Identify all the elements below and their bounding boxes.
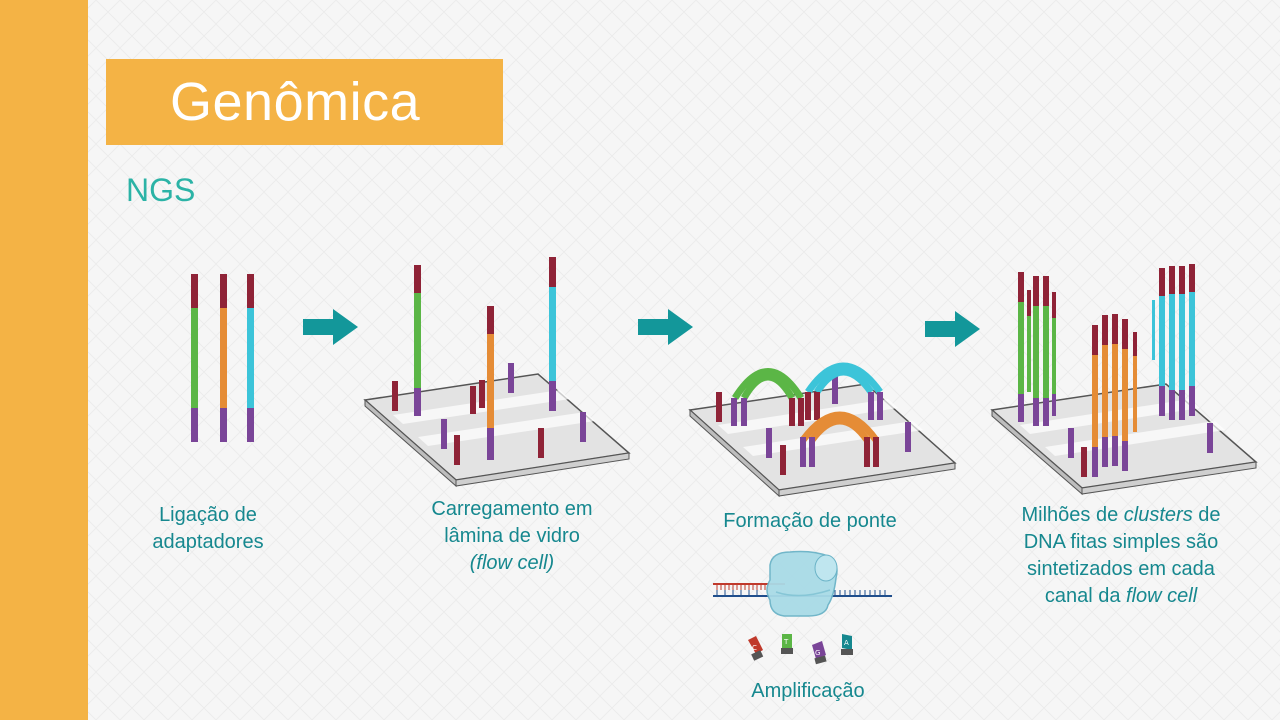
adapter-ligation-illustration <box>191 274 254 442</box>
polymerase-icon <box>766 550 838 617</box>
nucleotide-icon: A <box>841 634 853 655</box>
green-cluster <box>1018 272 1056 426</box>
page-title: Genômica <box>170 72 421 132</box>
amplification-illustration: C T G A <box>713 550 892 665</box>
clusters-illustration <box>990 264 1258 496</box>
svg-text:C: C <box>752 644 757 652</box>
section-subtitle: NGS <box>126 172 196 208</box>
nucleotide-icon: T <box>781 634 793 654</box>
svg-text:G: G <box>815 649 820 657</box>
arrow-right-icon <box>638 309 693 345</box>
left-accent-bar <box>0 0 88 720</box>
nucleotide-icon: G <box>812 641 827 665</box>
svg-text:A: A <box>844 639 849 647</box>
cyan-cluster <box>1152 264 1195 420</box>
caption-adapter-ligation: Ligação de adaptadores <box>152 504 264 553</box>
svg-text:T: T <box>783 638 789 646</box>
bridge-formation-illustration <box>688 362 957 498</box>
orange-cluster <box>1092 314 1137 477</box>
nucleotide-icon: C <box>748 636 764 661</box>
title-banner: Genômica <box>106 59 503 145</box>
caption-amplification: Amplificação <box>751 680 865 702</box>
arrow-right-icon <box>925 311 980 347</box>
caption-bridge-formation: Formação de ponte <box>723 510 897 532</box>
caption-flow-cell-loading: Carregamento em lâmina de vidro (flow ce… <box>431 498 593 574</box>
flow-cell-loading-illustration <box>363 257 631 488</box>
caption-clusters: Milhões de clusters de DNA fitas simples… <box>1021 504 1221 607</box>
arrow-right-icon <box>303 309 358 345</box>
